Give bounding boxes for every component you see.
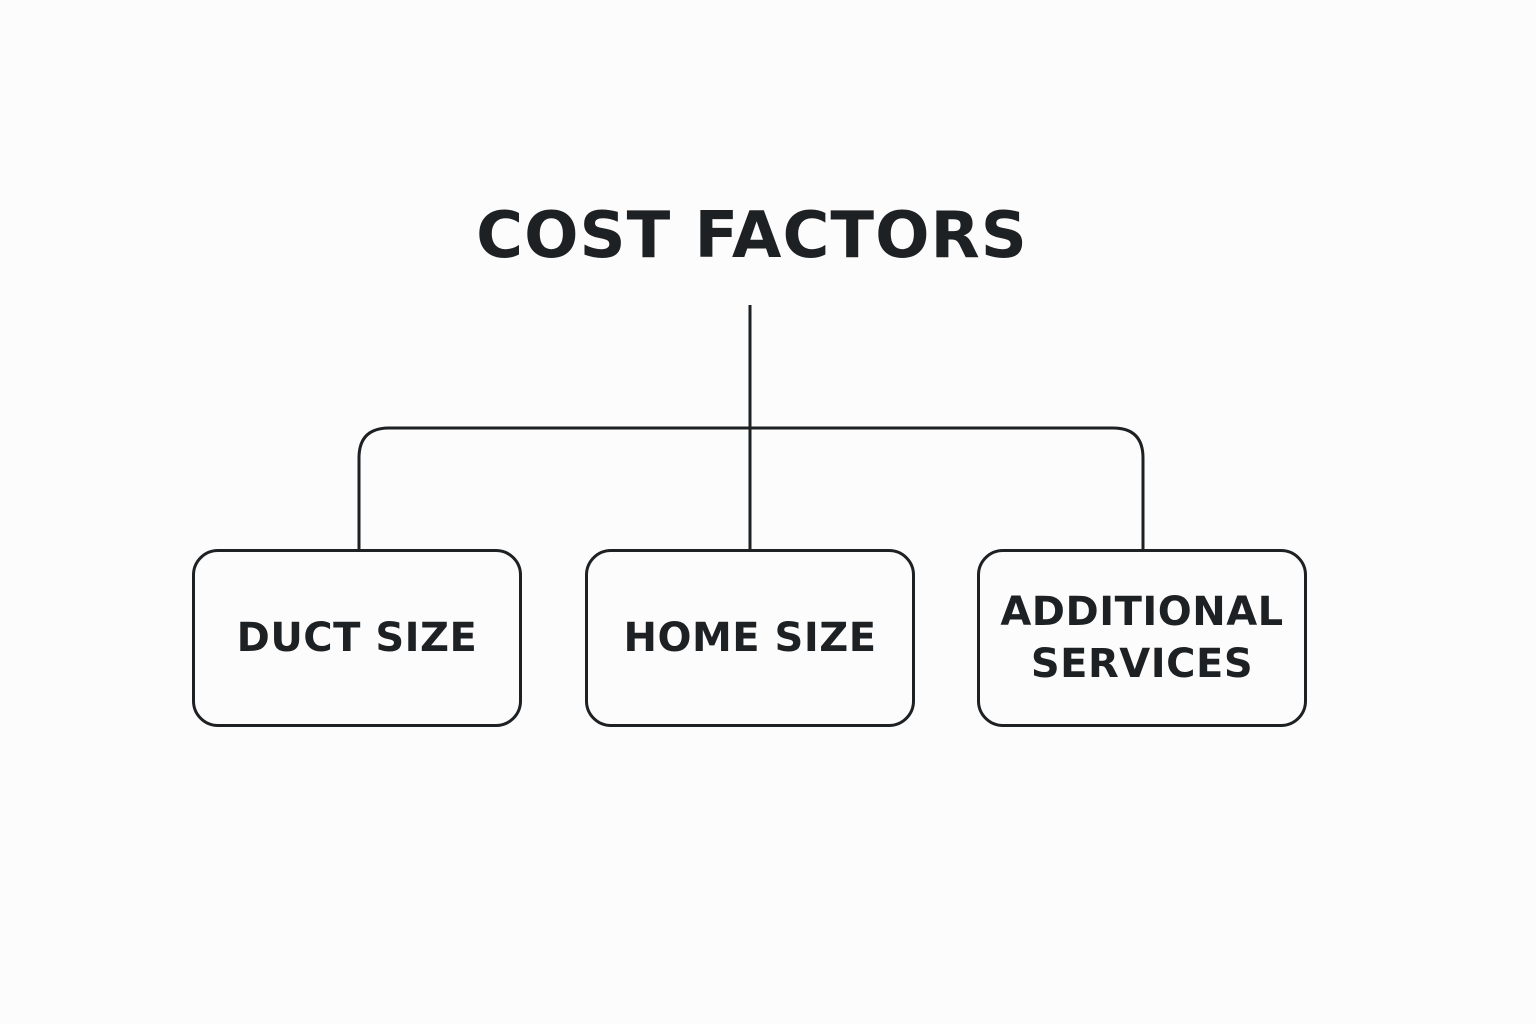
node-additional-services: ADDITIONAL SERVICES xyxy=(977,549,1307,727)
node-home-size: HOME SIZE xyxy=(585,549,915,727)
node-duct-size: DUCT SIZE xyxy=(192,549,522,727)
node-label: HOME SIZE xyxy=(623,615,877,661)
node-label: ADDITIONAL SERVICES xyxy=(1000,589,1284,687)
diagram-title: COST FACTORS xyxy=(476,199,1028,273)
node-label: DUCT SIZE xyxy=(236,615,478,661)
branch-line xyxy=(357,426,1145,549)
